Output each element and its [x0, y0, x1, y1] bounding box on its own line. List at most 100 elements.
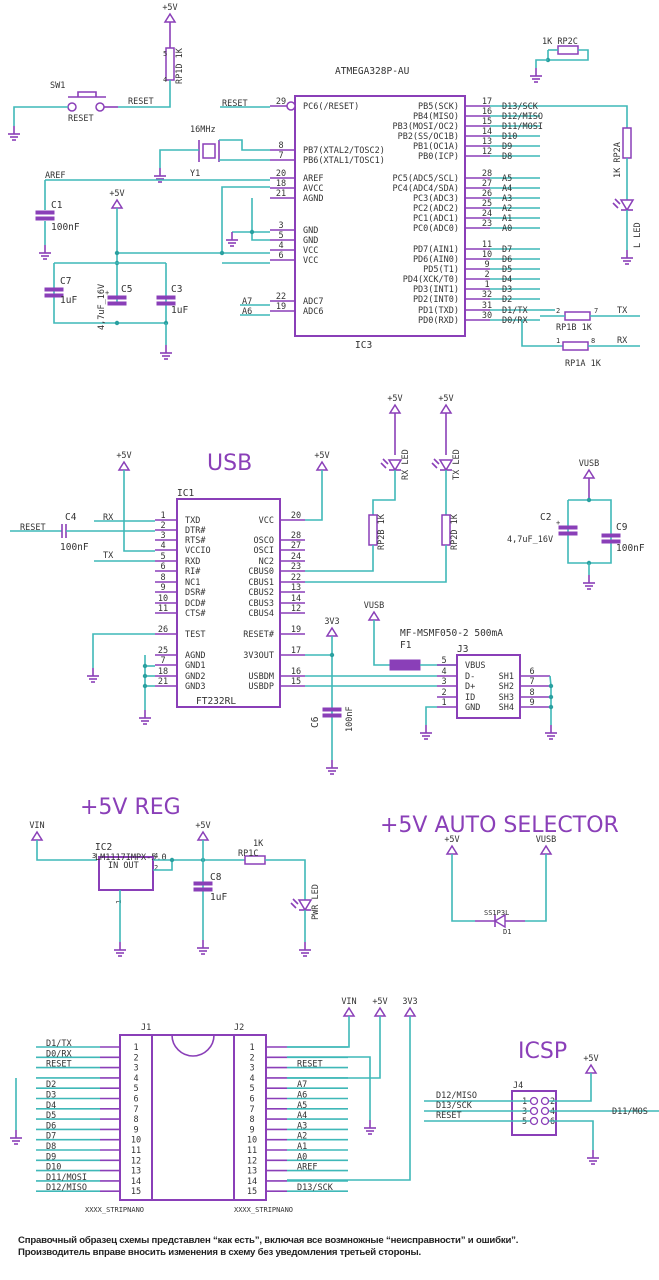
led-ray	[380, 462, 387, 469]
selector-wire	[451, 854, 475, 922]
ground-icon	[326, 760, 338, 775]
cap-plate	[35, 216, 55, 221]
test-wire	[92, 633, 155, 668]
mcu-pin-number: 26	[482, 189, 492, 199]
power-rail-icon: 3V3	[324, 617, 340, 637]
junction-dot	[142, 673, 148, 679]
net-label: A2	[502, 204, 512, 214]
avcc-wire	[117, 186, 270, 254]
rail-label: +5V	[444, 835, 459, 845]
c1-ref: C1	[51, 200, 63, 211]
j1-net-label: D4	[46, 1101, 56, 1111]
led-icon	[431, 458, 454, 472]
j1-pin-number: 2	[133, 1053, 138, 1063]
mcu-ref: IC3	[355, 340, 372, 351]
j2-pin-number: 9	[249, 1125, 254, 1135]
rail-label: +5V	[438, 394, 453, 404]
pin-name: OSCO	[254, 536, 274, 546]
net-label: A5	[502, 174, 512, 184]
net-label: RX	[103, 513, 114, 523]
pin-number: 5	[163, 50, 167, 58]
j1-net-label: D8	[46, 1142, 56, 1152]
f1-value: MF-MSMF050-2 500mA	[400, 628, 503, 639]
junction-dot	[114, 320, 120, 326]
mcu-pin-number: 17	[482, 97, 492, 107]
3v3-wire	[287, 1016, 411, 1181]
mcu-pin-name: PC6(/RESET)	[303, 102, 359, 112]
net-label: A4	[502, 184, 512, 194]
icsp-pin	[529, 1106, 539, 1116]
mcu-pin-name: GND	[303, 226, 318, 236]
pin-number: 20	[291, 511, 301, 521]
rp2d-label: RP2D 1K	[450, 513, 460, 550]
pin-name: USBDM	[248, 672, 274, 682]
led-triangle	[438, 459, 454, 472]
diode-icon	[475, 913, 525, 929]
pin-number: 1	[115, 900, 123, 904]
ground-icon	[160, 345, 172, 360]
ground-icon	[530, 68, 542, 83]
tx-led-label: TX LED	[452, 449, 462, 480]
agnd-wire	[251, 198, 270, 241]
vcc-wire	[549, 1073, 592, 1102]
vccio-wire	[123, 470, 155, 552]
mcu-pin-number: 32	[482, 290, 492, 300]
junction-dot	[586, 497, 592, 503]
pin-number: 7	[529, 677, 534, 687]
j1-pin-number: 3	[133, 1064, 138, 1074]
pin-number: 2	[154, 864, 158, 872]
j2-net-label: A7	[297, 1080, 307, 1090]
power-rail-icon: 3V3	[402, 997, 418, 1017]
mcu-pin-number: 3	[278, 221, 283, 231]
j1-net-label: D6	[46, 1121, 56, 1131]
capacitor-icon	[156, 295, 176, 306]
vusb-wire	[373, 620, 390, 666]
j2-net-label: A3	[297, 1121, 307, 1131]
polarity-mark: +	[105, 289, 109, 297]
mcu-pin-number: 23	[482, 219, 492, 229]
pin-number: 28	[291, 531, 301, 541]
pin-name: CBUS0	[248, 567, 274, 577]
cap-plate	[107, 301, 127, 306]
net-label: A7	[242, 297, 252, 307]
j1-pin-number: 10	[131, 1136, 141, 1146]
pin-name: SH3	[499, 693, 514, 703]
ground-icon	[226, 232, 238, 247]
junction-dot	[169, 857, 175, 863]
mcu-pin-number: 10	[482, 250, 492, 260]
pin-number: 1	[556, 337, 560, 345]
j2-pin-number: 6	[249, 1095, 254, 1105]
j2-pin-number: 5	[249, 1084, 254, 1094]
c3-ref: C3	[171, 284, 182, 295]
mcu-pin-name: AREF	[303, 174, 323, 184]
j2-net-label: A2	[297, 1132, 307, 1142]
pin-name: CBUS2	[248, 588, 274, 598]
j2-net-label: A4	[297, 1111, 307, 1121]
resistor-icon	[557, 45, 579, 55]
pin-number: 6	[160, 562, 165, 572]
ground-icon	[139, 710, 151, 725]
junction-dot	[249, 229, 255, 235]
j1-net-label: D12/MISO	[46, 1183, 87, 1193]
c7-ref: C7	[60, 276, 71, 287]
rail-arrow	[367, 610, 381, 621]
net-label: A1	[502, 214, 512, 224]
j2-net-label: A5	[297, 1101, 307, 1111]
pin-name: CTS#	[185, 609, 206, 619]
resistor-icon	[368, 514, 378, 546]
mcu-pin-name: PB5(SCK)	[418, 102, 459, 112]
gnd-wire	[425, 706, 437, 725]
resistor-icon	[441, 514, 451, 546]
pin-name: GND2	[185, 672, 205, 682]
ground-icon	[583, 575, 595, 590]
sck-led-wire	[540, 105, 628, 128]
j1-pin-number: 11	[131, 1146, 141, 1156]
net-label: D10	[502, 132, 517, 142]
pin-name: CBUS3	[248, 599, 274, 609]
net-label: AREF	[45, 171, 65, 181]
pin-name: DTR#	[185, 526, 206, 536]
f1-ref: F1	[400, 640, 412, 651]
diode-ref ptxt: D1	[503, 928, 511, 936]
